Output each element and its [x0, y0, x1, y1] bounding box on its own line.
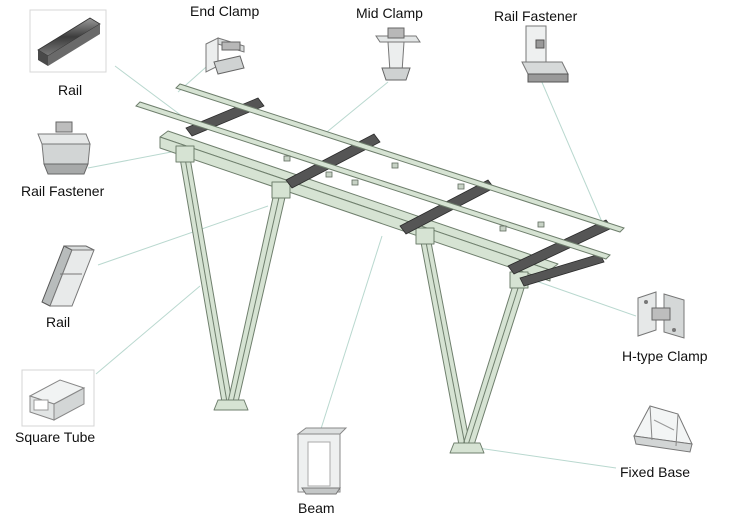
label-rail-fastener-top: Rail Fastener: [494, 8, 578, 24]
end-clamp-icon: [205, 37, 245, 75]
long-rail-back: [175, 83, 625, 233]
h-type-clamp-icon: [637, 291, 685, 339]
label-end-clamp: End Clamp: [190, 3, 260, 19]
right-front-leg-edge: [424, 236, 466, 446]
rail-clamps: [283, 155, 545, 232]
cross-rail-2: [285, 133, 381, 189]
label-rail-top: Rail: [58, 82, 83, 98]
left-front-bracket: [175, 145, 195, 163]
left-base-plate: [213, 399, 249, 411]
carport-structure: [159, 130, 559, 454]
leader-line-rail-left: [97, 205, 269, 266]
long-rail-front: [135, 101, 611, 260]
leader-line-square-tube: [95, 285, 201, 375]
label-rail-fastener-left: Rail Fastener: [21, 183, 105, 199]
rail-fastener-icon: [37, 121, 91, 175]
label-h-type-clamp: H-type Clamp: [622, 348, 708, 364]
leader-line-beam: [319, 235, 383, 433]
left-back-leg-edge: [232, 192, 281, 403]
long-rails: [135, 83, 625, 260]
main-beam-side: [159, 136, 551, 282]
leader-line-rail-fastener-top: [540, 79, 603, 223]
square-tube-icon: [21, 369, 95, 427]
label-square-tube: Square Tube: [15, 429, 96, 445]
leader-line-h-type-clamp: [535, 280, 637, 317]
rail-profile-icon: [29, 9, 107, 73]
leader-line-fixed-base: [477, 447, 617, 469]
label-fixed-base: Fixed Base: [620, 464, 691, 480]
leader-line-mid-clamp: [321, 81, 389, 137]
rail-fastener-icon: [521, 25, 569, 83]
right-front-bracket: [415, 227, 435, 245]
right-base-plate: [449, 442, 485, 454]
rail-profile-icon: [41, 245, 95, 307]
cross-rail-5: [519, 253, 605, 287]
label-mid-clamp: Mid Clamp: [356, 5, 423, 21]
right-back-leg-edge: [467, 281, 521, 446]
label-rail-left: Rail: [46, 314, 71, 330]
fixed-base-icon: [633, 405, 693, 453]
beam-profile-icon: [296, 427, 348, 495]
label-beam: Beam: [298, 500, 335, 516]
left-back-bracket: [271, 181, 291, 199]
mid-clamp-icon: [375, 27, 421, 81]
leader-lines: [87, 59, 637, 469]
left-front-leg-edge: [184, 157, 228, 403]
